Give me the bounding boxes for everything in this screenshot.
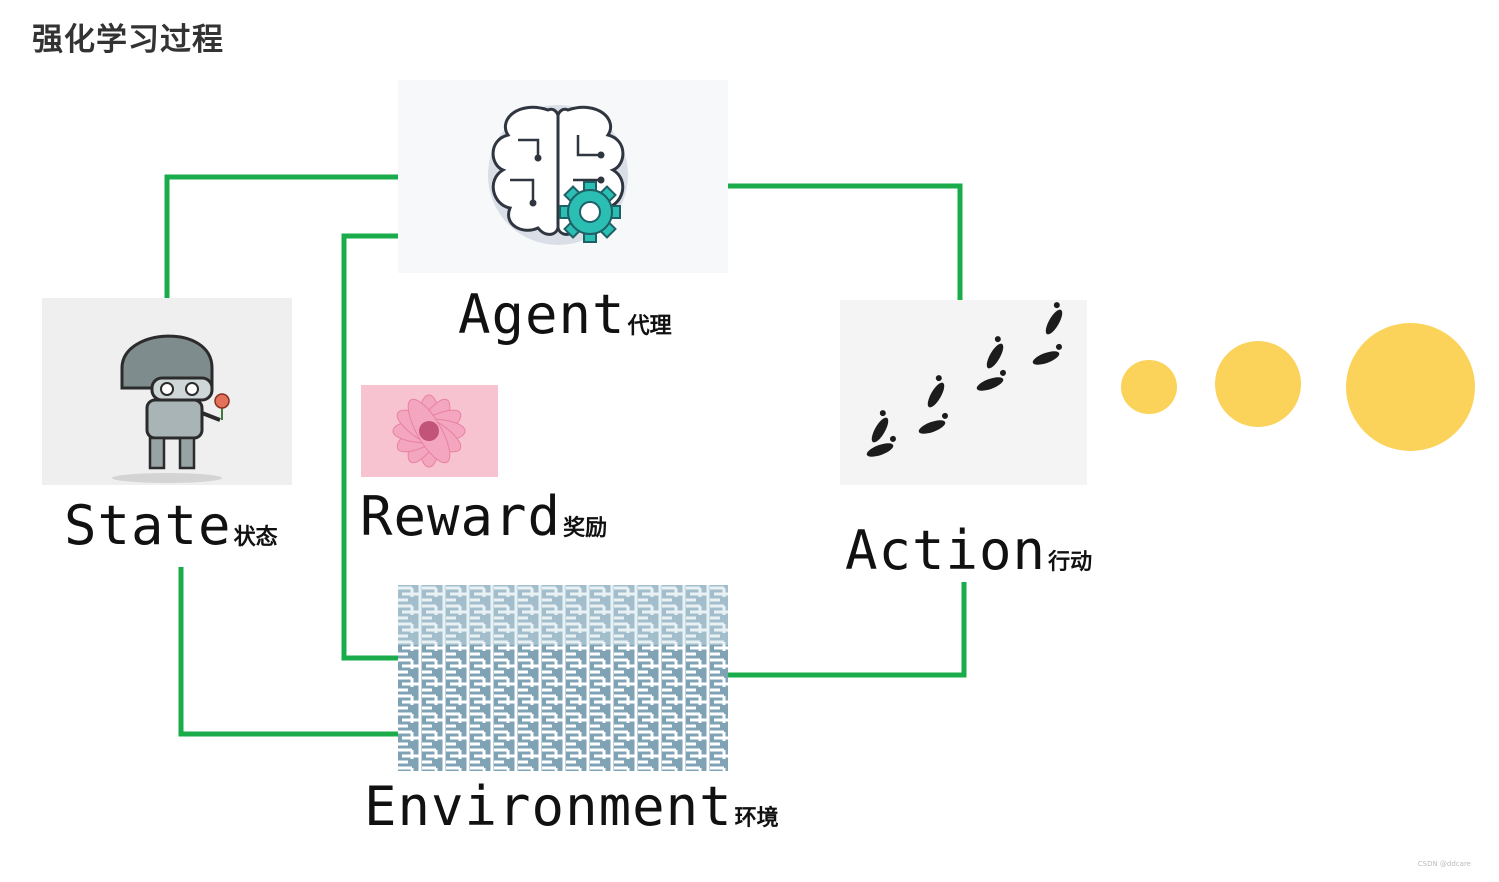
agent-image [398, 80, 728, 273]
reward-image [361, 385, 498, 477]
environment-sublabel: 环境 [734, 806, 779, 831]
pink-flower-icon [392, 394, 466, 468]
state-label: State状态 [64, 494, 278, 557]
watermark: CSDN @ddcare [1417, 860, 1471, 868]
reward-label: Reward奖励 [360, 485, 607, 548]
state-environment-connector [178, 567, 398, 737]
medium-yellow-dot [1215, 341, 1301, 427]
environment-label-text: Environment [364, 775, 733, 838]
environment-image [398, 585, 728, 771]
state-image [42, 298, 292, 485]
footprints-icon [866, 302, 1063, 457]
state-sublabel: 状态 [233, 525, 278, 550]
small-yellow-dot [1121, 360, 1177, 414]
agent-state-connector [164, 174, 398, 300]
page-title: 强化学习过程 [32, 22, 224, 58]
reward-label-text: Reward [360, 485, 562, 548]
action-label: Action行动 [845, 519, 1092, 582]
reward-sublabel: 奖励 [563, 516, 608, 541]
large-yellow-dot [1346, 323, 1475, 451]
environment-label: Environment环境 [364, 775, 779, 838]
maze-icon [398, 585, 728, 771]
action-environment-connector [726, 582, 967, 678]
action-sublabel: 行动 [1048, 550, 1093, 575]
agent-action-connector [726, 183, 963, 300]
action-image [840, 300, 1087, 485]
agent-environment-connector [341, 233, 398, 661]
agent-label-text: Agent [458, 283, 626, 346]
agent-label: Agent代理 [458, 283, 672, 346]
robot-with-flower-icon [112, 334, 230, 483]
action-label-text: Action [845, 519, 1047, 582]
state-label-text: State [64, 494, 232, 557]
brain-gear-icon [488, 105, 628, 245]
agent-sublabel: 代理 [627, 314, 672, 339]
